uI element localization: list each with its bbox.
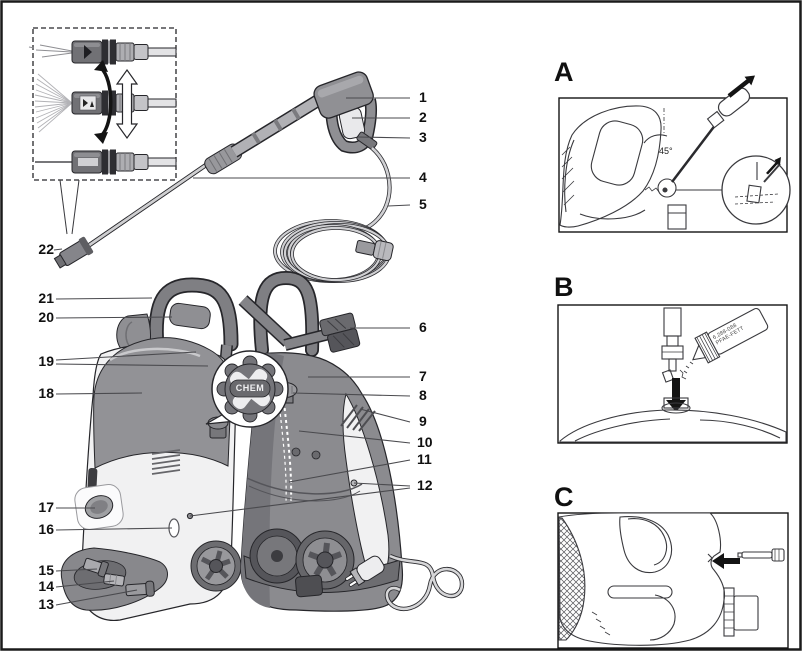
outlet-fitting	[125, 580, 155, 597]
leader-line-16	[55, 527, 173, 531]
leader-line-10	[298, 430, 411, 444]
leader-line-19a	[55, 351, 197, 361]
rear-machine	[238, 270, 465, 612]
high-pressure-hose	[273, 146, 394, 283]
callout-11: 11	[417, 451, 432, 467]
callout-10: 10	[417, 434, 433, 450]
panel-a-illustration	[558, 75, 791, 233]
panel-b-illustration	[557, 304, 788, 444]
handle-grip	[169, 302, 211, 330]
callout-18: 18	[38, 385, 54, 401]
spray-lance	[53, 92, 326, 269]
power-cord	[345, 553, 465, 611]
leader-line-12b	[189, 487, 411, 517]
callout-16: 16	[38, 521, 54, 537]
leader-line-15	[55, 568, 98, 572]
fan-spray-icon	[34, 73, 73, 133]
mains-plug	[345, 555, 385, 587]
pencil-jet-spray-icon	[28, 44, 73, 58]
hose-coupling	[355, 239, 394, 262]
callout-15: 15	[38, 562, 54, 578]
callout-22: 22	[38, 241, 54, 257]
callout-6: 6	[419, 319, 427, 335]
leader-line-3	[357, 136, 411, 139]
callout-4: 4	[419, 169, 427, 185]
leader-line-11	[288, 459, 411, 483]
angle-annotation: 45°	[659, 146, 673, 156]
leader-line-19b	[55, 363, 209, 367]
callout-5: 5	[419, 196, 427, 212]
panel-b-label: B	[554, 272, 574, 302]
callout-7: 7	[419, 368, 427, 384]
callout-2: 2	[419, 109, 427, 125]
grease-tube	[692, 307, 769, 364]
chem-dial-label: CHEM	[235, 383, 265, 393]
callout-13: 13	[38, 596, 54, 612]
callout-20: 20	[38, 309, 54, 325]
front-machine	[60, 277, 242, 621]
vents-rear	[340, 404, 376, 432]
arrow-left-icon	[712, 553, 740, 569]
callout-1: 1	[419, 89, 427, 105]
leader-line-5	[387, 204, 411, 207]
spray-gun	[313, 71, 378, 154]
panel-a-label: A	[554, 57, 574, 87]
leader-line-20	[55, 316, 173, 319]
cable-hook	[319, 312, 361, 353]
panel-c-illustration	[557, 512, 789, 649]
leader-line-9	[359, 408, 411, 423]
callout-14: 14	[38, 578, 54, 594]
callout-9: 9	[419, 413, 427, 429]
leader-line-13	[55, 589, 138, 606]
rotate-arrows-icon	[94, 60, 139, 144]
arrow-up-right-icon	[727, 75, 755, 98]
vents-front	[151, 449, 181, 475]
leader-line-14	[55, 580, 115, 588]
triple-nozzle	[53, 236, 94, 269]
leader-line-12a	[353, 482, 411, 487]
leader-line-18	[55, 392, 143, 395]
callout-12: 12	[417, 477, 433, 493]
callout-17: 17	[38, 499, 54, 515]
panel-c-label: C	[554, 482, 574, 512]
callout-19: 19	[38, 353, 54, 369]
nozzle-selector-inset	[28, 27, 177, 235]
callout-3: 3	[419, 129, 427, 145]
leader-line-8	[292, 392, 411, 397]
coupling-fitting	[103, 573, 125, 587]
leader-lines	[53, 97, 411, 606]
water-inlet-fitting	[83, 557, 109, 578]
callout-8: 8	[419, 387, 427, 403]
lance-grip	[204, 143, 243, 175]
callout-21: 21	[38, 290, 54, 306]
leader-line-22	[53, 248, 63, 251]
chem-detail-magnifier	[205, 350, 289, 428]
detail-magnifier-circle	[721, 155, 791, 225]
leader-line-21	[55, 297, 153, 300]
